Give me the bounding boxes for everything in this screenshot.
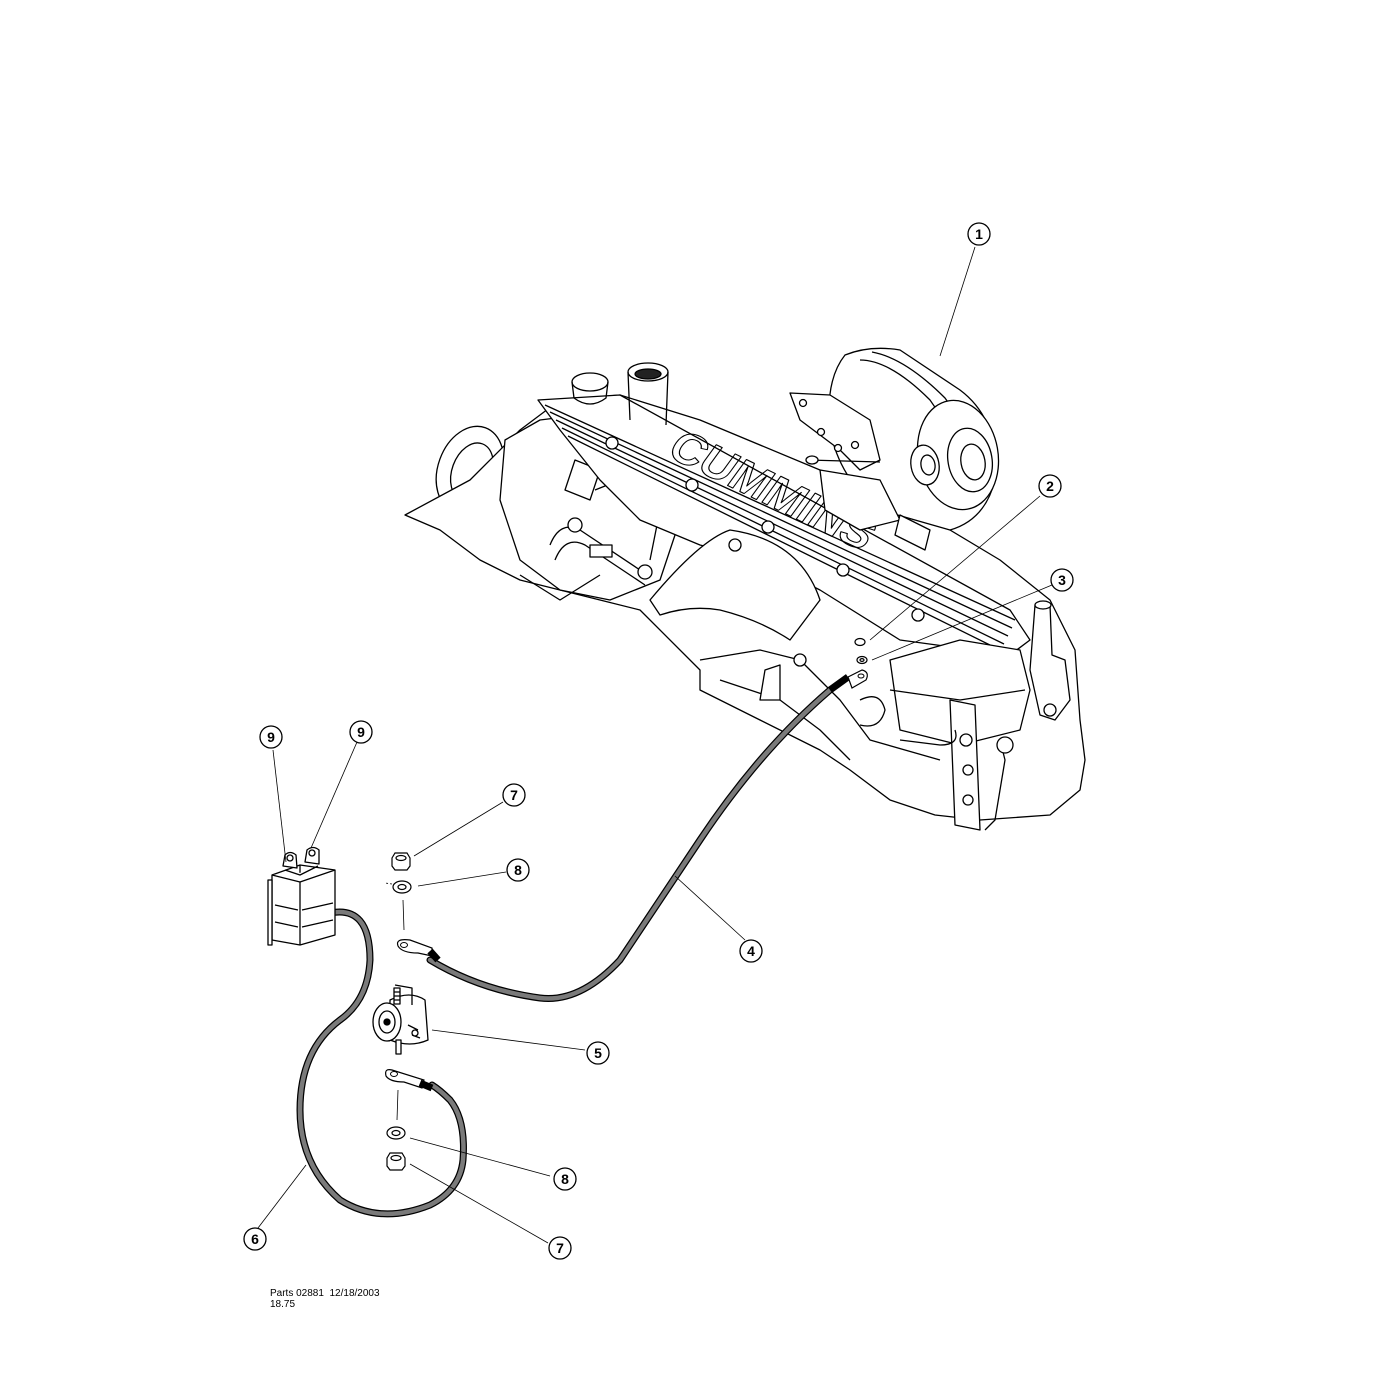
- drawing-footer: Parts 02881 12/18/2003 18.75: [270, 1288, 380, 1310]
- callout-3: 3: [1050, 568, 1074, 592]
- washer-item-8-lower: [386, 1126, 406, 1140]
- callout-8-lower: 8: [553, 1167, 577, 1191]
- fuel-pump: [1029, 604, 1071, 721]
- callout-2: 2: [1038, 474, 1062, 498]
- svg-text:6: 6: [251, 1231, 259, 1247]
- oil-fill-cap: [571, 372, 609, 405]
- svg-text:4: 4: [747, 943, 755, 959]
- washer-item-8-upper: [392, 880, 412, 894]
- svg-text:3: 3: [1058, 572, 1066, 588]
- alternator: [789, 347, 1000, 551]
- intake-manifold: [649, 529, 821, 641]
- callout-1: 1: [967, 222, 991, 246]
- callout-9-right: 9: [349, 720, 373, 744]
- svg-text:7: 7: [556, 1240, 564, 1256]
- svg-text:1: 1: [975, 226, 983, 242]
- callout-4: 4: [739, 939, 763, 963]
- drawing-reference: Parts 02881 12/18/2003: [270, 1288, 380, 1299]
- drawing-page-number: 18.75: [270, 1299, 296, 1310]
- cable-item-4: [396, 669, 868, 1003]
- breather-tube: [627, 362, 669, 426]
- nut-item-2: [854, 637, 866, 647]
- valve-cover-rear: [889, 639, 1031, 746]
- washer-item-3: [856, 655, 868, 665]
- hardware-items-7-8: [384, 852, 412, 1171]
- svg-text:8: 8: [514, 862, 522, 878]
- callout-5: 5: [586, 1041, 610, 1065]
- callout-7-upper: 7: [502, 783, 526, 807]
- svg-text:9: 9: [267, 729, 275, 745]
- hardware-items-2-3: [854, 637, 868, 665]
- svg-text:2: 2: [1046, 478, 1054, 494]
- solenoid: [372, 984, 429, 1055]
- svg-text:5: 5: [594, 1045, 602, 1061]
- svg-text:9: 9: [357, 724, 365, 740]
- callout-8-upper: 8: [506, 858, 530, 882]
- svg-text:8: 8: [561, 1171, 569, 1187]
- callout-9-left: 9: [259, 725, 283, 749]
- battery-connector: [267, 846, 336, 946]
- callout-7-lower: 7: [548, 1236, 572, 1260]
- callout-6: 6: [243, 1227, 267, 1251]
- leader-lines: [257, 246, 1053, 1244]
- rocker-cover: [537, 394, 1031, 656]
- cable-item-6: [296, 908, 467, 1218]
- svg-text:7: 7: [510, 787, 518, 803]
- lift-bracket: [949, 699, 981, 831]
